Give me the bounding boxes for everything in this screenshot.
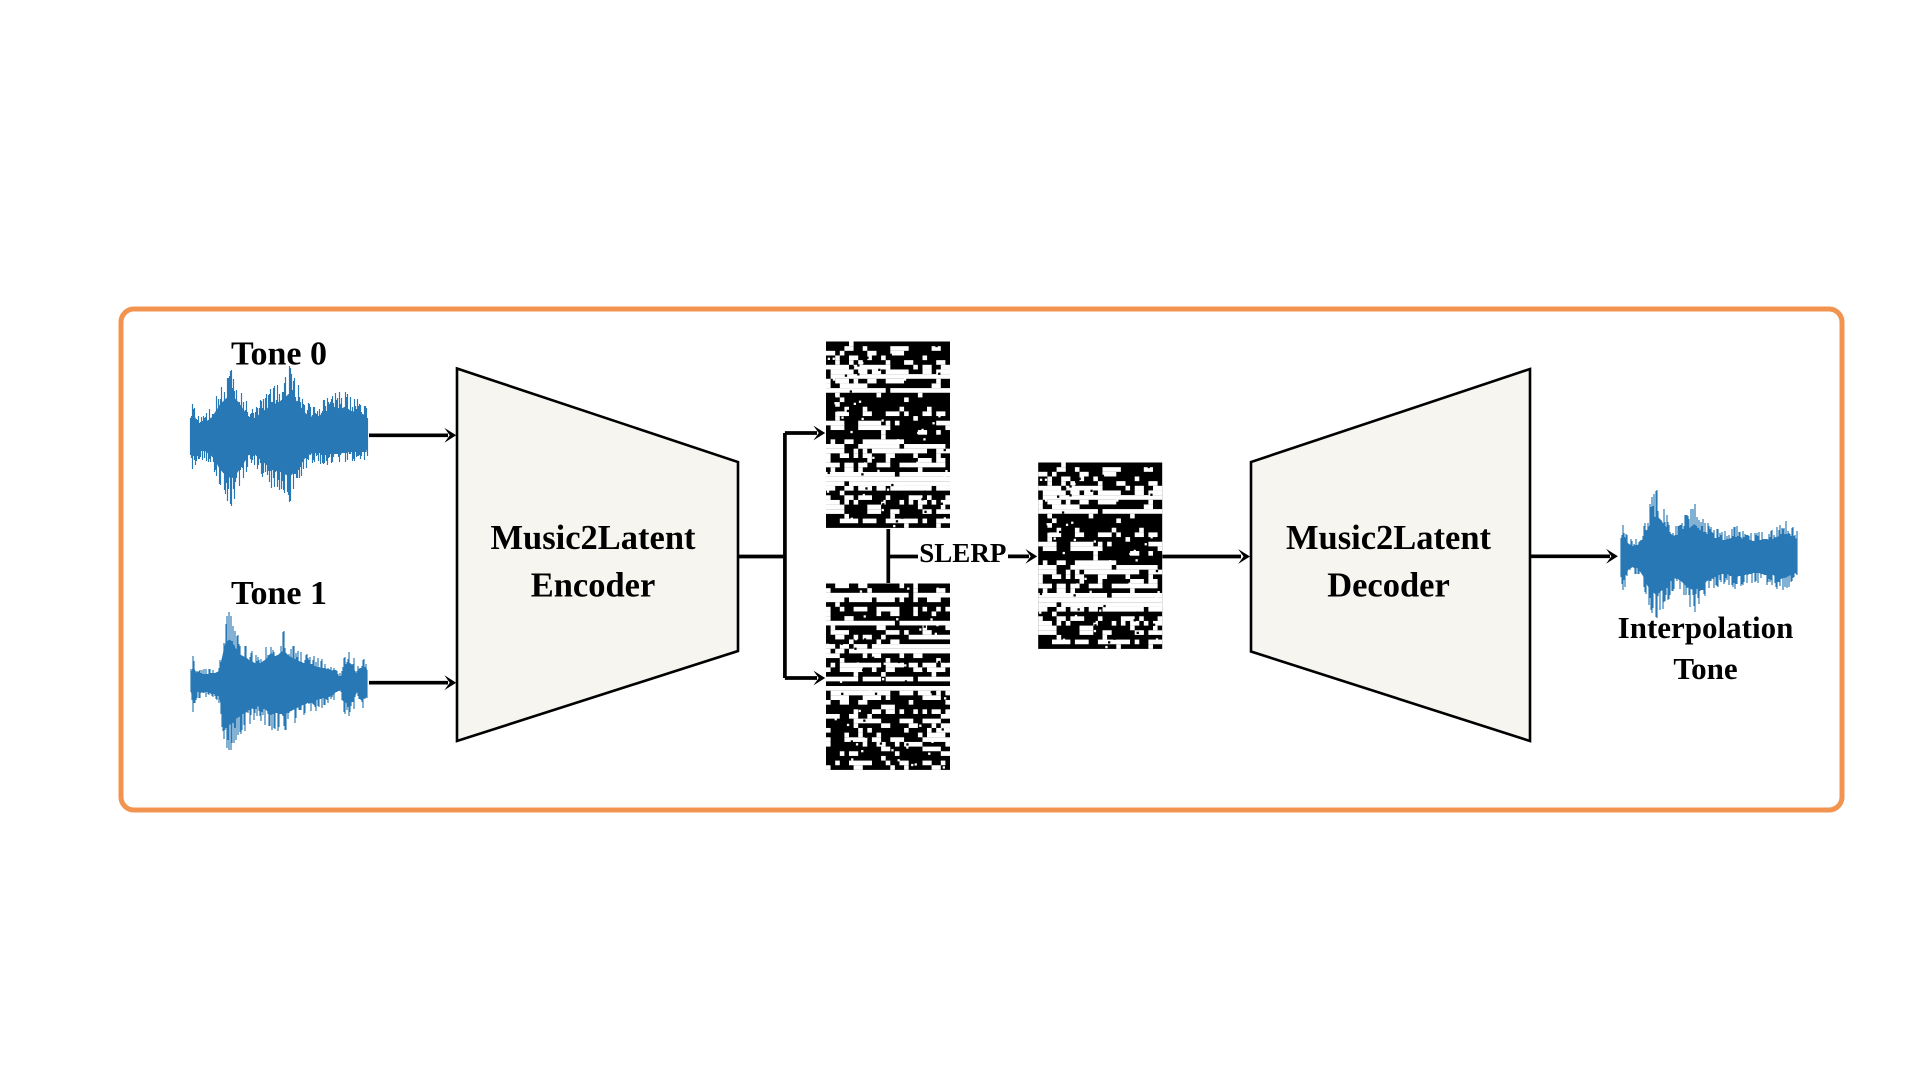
svg-text:Music2Latent: Music2Latent xyxy=(1286,519,1492,557)
svg-text:Music2Latent: Music2Latent xyxy=(490,519,696,557)
svg-text:Tone 1: Tone 1 xyxy=(231,575,327,612)
svg-text:Tone: Tone xyxy=(1673,651,1737,686)
svg-text:Encoder: Encoder xyxy=(531,566,656,604)
svg-text:Interpolation: Interpolation xyxy=(1618,610,1794,645)
svg-text:Decoder: Decoder xyxy=(1327,566,1450,604)
svg-text:SLERP: SLERP xyxy=(919,538,1006,568)
svg-text:Tone 0: Tone 0 xyxy=(231,335,327,372)
